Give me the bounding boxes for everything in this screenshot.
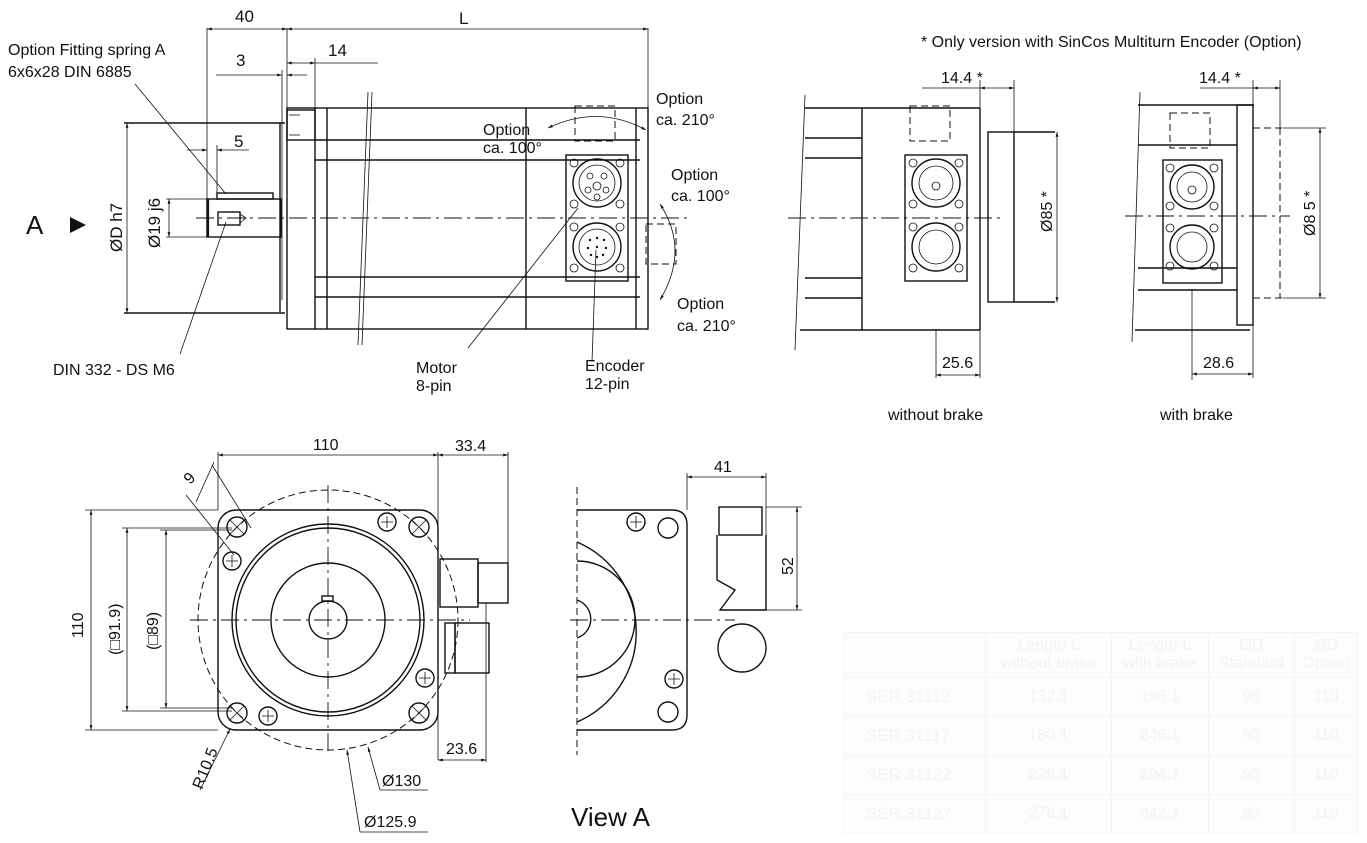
rear-no-brake-dim-bottom: 25.6 <box>942 355 973 372</box>
cell-model: SER 31117 <box>842 716 987 756</box>
front-dim-width: 110 <box>313 437 339 454</box>
rear-no-brake-caption: without brake <box>887 407 983 424</box>
cell-model: SER 31127 <box>842 794 987 834</box>
cell-od-option: 110 <box>1293 794 1359 834</box>
dim-14-label: 14 <box>328 41 347 60</box>
cell-length-without-brake: 132.1 <box>985 677 1113 717</box>
note-fitting-spring-line2: 6x6x28 DIN 6885 <box>8 64 132 81</box>
table-row: SER 31112 132.1 198.1 95 110 <box>842 677 1359 717</box>
option-top-right-line1: Option <box>656 91 703 108</box>
option-top-right-line2: ca. 210° <box>656 112 715 129</box>
table-row: SER 31122 228.1 294.1 95 110 <box>842 755 1359 795</box>
cell-od-standard: 95 <box>1207 755 1295 795</box>
encoder-connector-line1: Encoder <box>585 358 645 375</box>
dim-shaft-label: Ø19 j6 <box>145 198 164 248</box>
option-mid-line2: ca. 100° <box>671 188 730 205</box>
option-top-left-line2: ca. 100° <box>483 140 542 157</box>
view-a-dim-41: 41 <box>714 459 732 476</box>
note-center-hole: DIN 332 - DS M6 <box>53 362 175 379</box>
rear-view-with-brake: 14.4 * Ø8 5 * 28.6 with brake <box>1125 70 1326 424</box>
cell-model: SER 31122 <box>842 755 987 795</box>
option-bottom-line2: ca. 210° <box>677 318 736 335</box>
front-dim-connector-offset: 33.4 <box>455 438 486 455</box>
table-row: SER 31117 180.1 246.1 95 110 <box>842 716 1359 756</box>
side-view: 40 L 3 14 5 ØD h7 Ø19 j6 A <box>8 7 736 395</box>
front-dim-9: 9 <box>181 469 199 487</box>
cell-length-without-brake: 276.1 <box>985 794 1113 834</box>
rear-no-brake-dim-diameter: Ø85 * <box>1039 191 1056 232</box>
dim-40-label: 40 <box>235 7 254 26</box>
dim-od-label: ØD h7 <box>107 203 126 252</box>
view-a-caption: View A <box>571 802 651 832</box>
front-dim-height: 110 <box>70 612 87 638</box>
table-row: SER 31127 276.1 342.1 95 110 <box>842 794 1359 834</box>
cell-length-without-brake: 228.1 <box>985 755 1113 795</box>
rear-brake-dim-bottom: 28.6 <box>1203 355 1234 372</box>
cell-od-standard: 95 <box>1207 677 1295 717</box>
spec-table-header-model <box>842 632 987 678</box>
encoder-connector-line2: 12-pin <box>585 376 629 393</box>
cell-od-option: 110 <box>1293 755 1359 795</box>
rear-view-without-brake: 14.4 * Ø85 * 25.6 without brake <box>788 70 1059 424</box>
view-a-marker-label: A <box>26 210 44 240</box>
cell-od-standard: 95 <box>1207 794 1295 834</box>
option-mid-line1: Option <box>671 167 718 184</box>
dim-3-label: 3 <box>236 51 245 70</box>
cell-length-with-brake: 198.1 <box>1111 677 1209 717</box>
cell-length-with-brake: 342.1 <box>1111 794 1209 834</box>
cell-od-option: 110 <box>1293 716 1359 756</box>
front-dim-pilot: Ø125.9 <box>364 814 417 831</box>
view-direction-arrow-icon <box>70 217 86 233</box>
front-dim-square-89: (□89) <box>145 612 162 650</box>
view-a: 41 52 View A <box>570 459 802 832</box>
rear-no-brake-dim-top: 14.4 * <box>941 70 983 87</box>
option-bottom-line1: Option <box>677 296 724 313</box>
front-dim-bolt-circle: Ø130 <box>382 773 421 790</box>
dim-5-label: 5 <box>234 132 243 151</box>
dim-length-label: L <box>459 9 468 28</box>
front-dim-corner-radius: R10.5 <box>190 745 222 791</box>
option-top-left-line1: Option <box>483 122 530 139</box>
rear-brake-caption: with brake <box>1159 407 1233 424</box>
front-view: 110 33.4 9 110 (□91.9) (□89) R10.5 23.6 … <box>70 437 509 833</box>
cell-length-without-brake: 180.1 <box>985 716 1113 756</box>
footnote-sincos: * Only version with SinCos Multiturn Enc… <box>921 34 1302 51</box>
screw-icons <box>222 512 435 726</box>
cell-model: SER 31112 <box>842 677 987 717</box>
motor-connector-line2: 8-pin <box>416 378 452 395</box>
cell-length-with-brake: 246.1 <box>1111 716 1209 756</box>
view-a-dim-52: 52 <box>780 557 797 575</box>
front-dim-23-6: 23.6 <box>446 741 477 758</box>
front-dim-square-91-9: (□91.9) <box>107 604 124 655</box>
cell-od-option: 110 <box>1293 677 1359 717</box>
cell-od-standard: 95 <box>1207 716 1295 756</box>
cell-length-with-brake: 294.1 <box>1111 755 1209 795</box>
motor-connector-line1: Motor <box>416 360 458 377</box>
note-fitting-spring-line1: Option Fitting spring A <box>8 42 166 59</box>
rear-brake-dim-top: 14.4 * <box>1199 70 1241 87</box>
rear-brake-dim-diameter: Ø8 5 * <box>1302 191 1319 236</box>
